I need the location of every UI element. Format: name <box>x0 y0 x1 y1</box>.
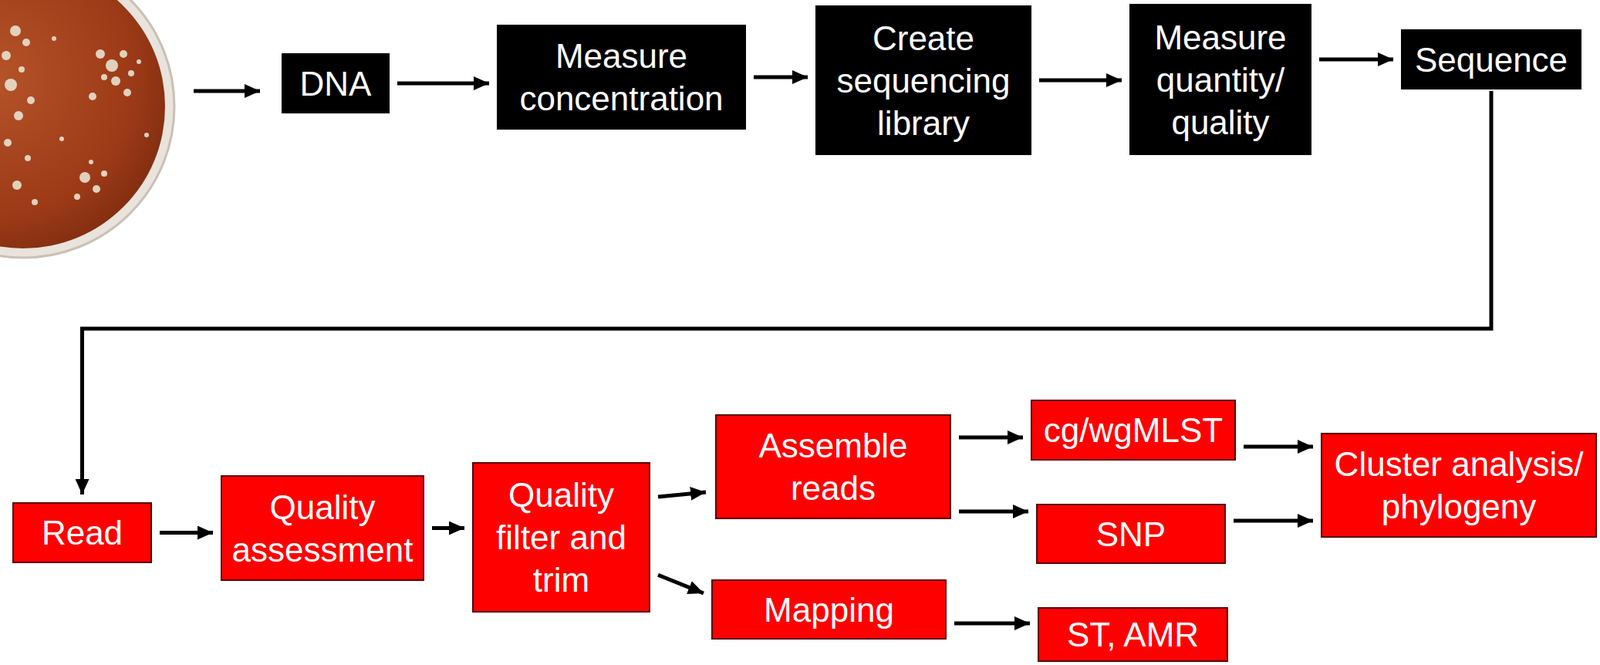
dish-agar <box>0 0 166 249</box>
step-label: Quality filter and trim <box>473 473 649 601</box>
step-label: Read <box>13 511 151 554</box>
bacterial-colonies <box>1 25 149 206</box>
flow-arrow <box>397 81 490 86</box>
step-label: Mapping <box>712 588 946 632</box>
step-label: Assemble reads <box>716 424 950 510</box>
flow-arrow <box>753 75 808 80</box>
flow-arrow <box>159 530 213 535</box>
flow-arrow <box>658 574 704 594</box>
analysis-step-box: Assemble reads <box>715 414 952 520</box>
step-label: Measure quantity/ quality <box>1129 16 1312 144</box>
step-label: DNA <box>281 62 390 105</box>
lab-step-box: Create sequencing library <box>815 5 1032 156</box>
analysis-step-box: Cluster analysis/ phylogeny <box>1320 432 1597 538</box>
analysis-step-box: Read <box>12 502 152 564</box>
flow-arrow <box>958 435 1023 440</box>
step-label: ST, AMR <box>1039 613 1227 656</box>
step-label: Create sequencing library <box>815 16 1032 145</box>
step-label: Sequence <box>1400 38 1582 82</box>
flow-arrow <box>958 509 1029 514</box>
analysis-step-box: ST, AMR <box>1037 607 1229 662</box>
lab-step-box: DNA <box>281 53 390 114</box>
step-label: Cluster analysis/ phylogeny <box>1322 442 1596 528</box>
flow-arrow <box>658 492 706 497</box>
flow-arrow <box>954 621 1030 626</box>
lab-step-box: Measure concentration <box>496 24 746 130</box>
flow-arrow <box>432 526 465 530</box>
step-label: SNP <box>1037 513 1225 556</box>
analysis-step-box: cg/wgMLST <box>1030 399 1236 461</box>
lab-step-box: Sequence <box>1400 29 1582 90</box>
flow-arrow <box>1233 519 1314 524</box>
flow-arrow <box>1319 57 1394 62</box>
dish-rim <box>0 0 175 258</box>
analysis-step-box: SNP <box>1036 503 1226 564</box>
step-label: Measure concentration <box>496 34 746 120</box>
flow-arrow <box>1039 78 1122 83</box>
analysis-step-box: Mapping <box>711 579 947 640</box>
plate-arrow <box>193 89 260 94</box>
analysis-step-box: Quality filter and trim <box>472 462 651 613</box>
lab-step-box: Measure quantity/ quality <box>1129 3 1312 156</box>
step-label: cg/wgMLST <box>1032 408 1235 452</box>
flow-arrow <box>1243 445 1314 449</box>
analysis-step-box: Quality assessment <box>220 475 425 581</box>
step-label: Quality assessment <box>222 486 423 571</box>
